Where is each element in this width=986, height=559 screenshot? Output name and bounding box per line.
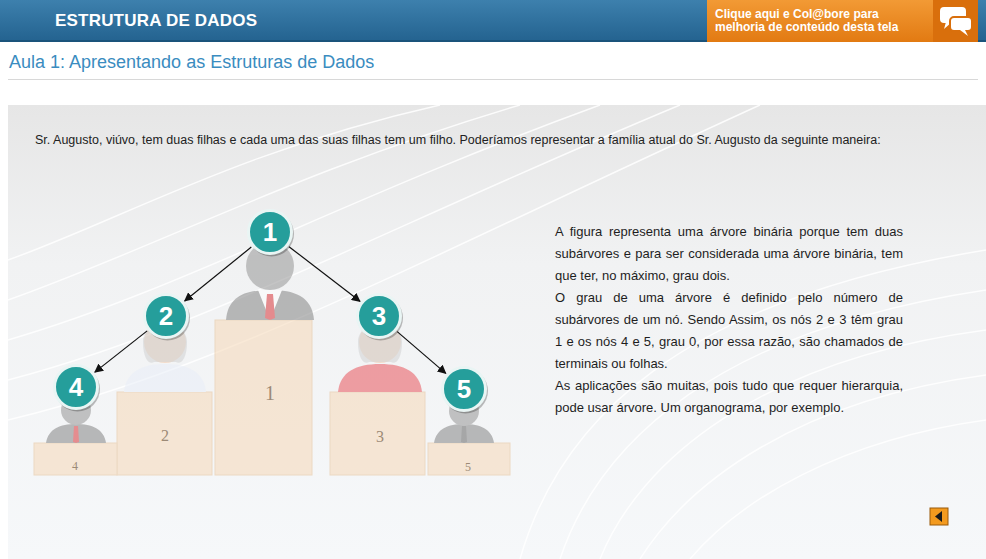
- icon-box: [933, 0, 978, 42]
- lesson-title: Aula 1: Apresentando as Estruturas de Da…: [9, 52, 374, 73]
- title-rule: [8, 79, 978, 80]
- button-text: Clique aqui e Col@bore para melhoria de …: [715, 8, 925, 34]
- explanation-text: O grau de uma árvore é definido pelo núm…: [555, 287, 903, 375]
- explanation-text: A figura representa uma árvore binária p…: [555, 221, 903, 287]
- tree-edge: [289, 247, 360, 302]
- node-number: 5: [457, 374, 471, 405]
- tree-node: 1: [247, 209, 293, 255]
- button-fill: [707, 0, 933, 42]
- tree-node: 3: [356, 293, 402, 339]
- header-bar: ESTRUTURA DE DADOS Clique aqui e Col@bore…: [0, 0, 986, 42]
- explanation-text: As aplicações são muitas, pois tudo que …: [555, 375, 903, 419]
- intro-text: Sr. Augusto, viúvo, tem duas filhas e ca…: [35, 131, 965, 149]
- tree-node: 2: [143, 293, 189, 339]
- podium-number: 1: [265, 382, 275, 405]
- podium-number: 4: [72, 459, 78, 474]
- podium-number: 3: [376, 428, 384, 446]
- podium-number: 2: [161, 427, 169, 445]
- node-number: 2: [159, 301, 173, 332]
- collaborate-button: Clique aqui e Col@bore para melhoria de …: [707, 0, 933, 42]
- tree-edge: [397, 332, 446, 374]
- node-number: 1: [263, 217, 277, 248]
- header-fill: [0, 0, 986, 42]
- back-button: [930, 508, 948, 525]
- node-number: 4: [69, 372, 83, 403]
- wave-lines: [8, 105, 986, 559]
- content-panel: [8, 105, 986, 559]
- header-title: ESTRUTURA DE DADOS: [55, 11, 257, 31]
- tree-node: 4: [53, 364, 99, 410]
- tree-edge: [185, 247, 252, 301]
- podium-number: 5: [465, 460, 471, 475]
- tree-node: 5: [441, 366, 487, 412]
- tree-edge: [95, 331, 147, 372]
- node-number: 3: [372, 301, 386, 332]
- chat-icon: [940, 7, 972, 36]
- family-illustration: [34, 242, 510, 475]
